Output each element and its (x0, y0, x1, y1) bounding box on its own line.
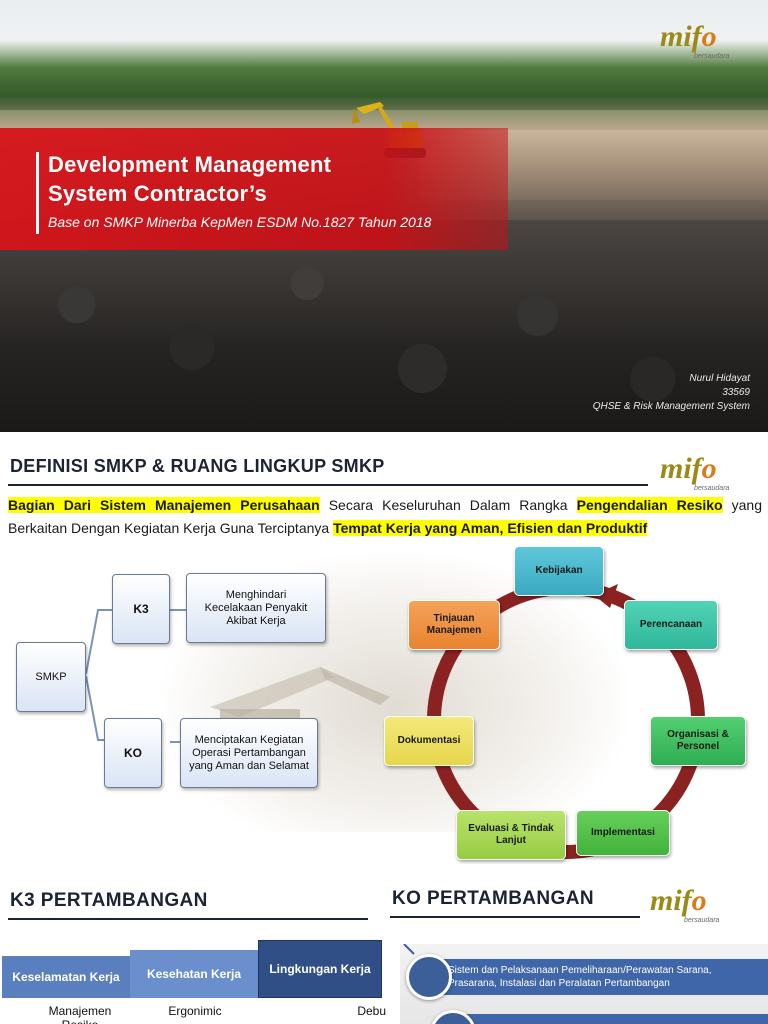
table-header-kesehatan: Kesehatan Kerja (130, 950, 258, 998)
tree-connectors (85, 609, 112, 741)
definition-paragraph: Bagian Dari Sistem Manajemen Perusahaan … (8, 497, 763, 536)
k3-ko-slide: K3 PERTAMBANGAN KO PERTAMBANGAN mifo ber… (0, 864, 768, 1024)
smkp-node: SMKP (16, 642, 86, 712)
definition-slide: DEFINISI SMKP & RUANG LINGKUP SMKP mifo … (0, 432, 768, 864)
title-banner (0, 128, 508, 250)
author-dept: QHSE & Risk Management System (592, 401, 750, 412)
ko-list-connector (403, 944, 415, 955)
background-trees (0, 40, 768, 110)
ko-description: Menciptakan Kegiatan Operasi Pertambanga… (180, 718, 318, 788)
heading-underline (390, 916, 640, 918)
highlight-text: Bagian Dari Sistem Manajemen Perusahaan (8, 497, 320, 513)
cycle-perencanaan: Perencanaan (624, 600, 718, 650)
background-coal-rocks (0, 220, 768, 432)
k3-heading: K3 PERTAMBANGAN (10, 890, 208, 911)
cycle-dokumentasi: Dokumentasi (384, 716, 474, 766)
ko-item-partial (456, 1014, 768, 1024)
table-cell: Manajemen Resiko (48, 1004, 112, 1024)
highlight-text: Pengendalian Resiko (576, 497, 723, 513)
k3-description: Menghindari Kecelakaan Penyakit Akibat K… (186, 573, 326, 643)
ko-node: KO (104, 718, 162, 788)
slide-title: Development Management System Contractor… (48, 152, 332, 206)
ko-item: Sistem dan Pelaksanaan Pemeliharaan/Pera… (440, 959, 768, 995)
title-slide: mifo bersaudara Development Management S… (0, 0, 768, 432)
heading-underline (8, 918, 368, 920)
table-header-lingkungan: Lingkungan Kerja (258, 940, 382, 998)
cycle-kebijakan: Kebijakan (514, 546, 604, 596)
mifa-logo: mifo bersaudara (650, 884, 720, 924)
slide-subtitle: Base on SMKP Minerba KepMen ESDM No.1827… (48, 214, 432, 230)
cycle-evaluasi: Evaluasi & Tindak Lanjut (456, 810, 566, 860)
ko-heading: KO PERTAMBANGAN (392, 888, 594, 909)
table-cell: Debu (357, 1004, 386, 1018)
cycle-organisasi: Organisasi & Personel (650, 716, 746, 766)
title-accent-bar (36, 152, 39, 234)
author-name: Nurul Hidayat (689, 373, 750, 384)
table-cell: Ergonimic (168, 1004, 222, 1018)
ko-item-bullet (406, 954, 452, 1000)
cycle-implementasi: Implementasi (576, 810, 670, 856)
mifa-logo: mifo bersaudara (660, 452, 730, 492)
mifa-logo: mifo bersaudara (660, 20, 730, 60)
highlight-text: Tempat Kerja yang Aman, Efisien dan Prod… (333, 520, 648, 536)
section-heading: DEFINISI SMKP & RUANG LINGKUP SMKP (10, 456, 385, 476)
author-block: Nurul Hidayat 33569 QHSE & Risk Manageme… (593, 372, 750, 414)
cycle-tinjauan: Tinjauan Manajemen (408, 600, 500, 650)
table-header-keselamatan: Keselamatan Kerja (2, 956, 130, 998)
heading-underline (8, 484, 648, 486)
k3-node: K3 (112, 574, 170, 644)
author-id: 33569 (722, 387, 750, 398)
